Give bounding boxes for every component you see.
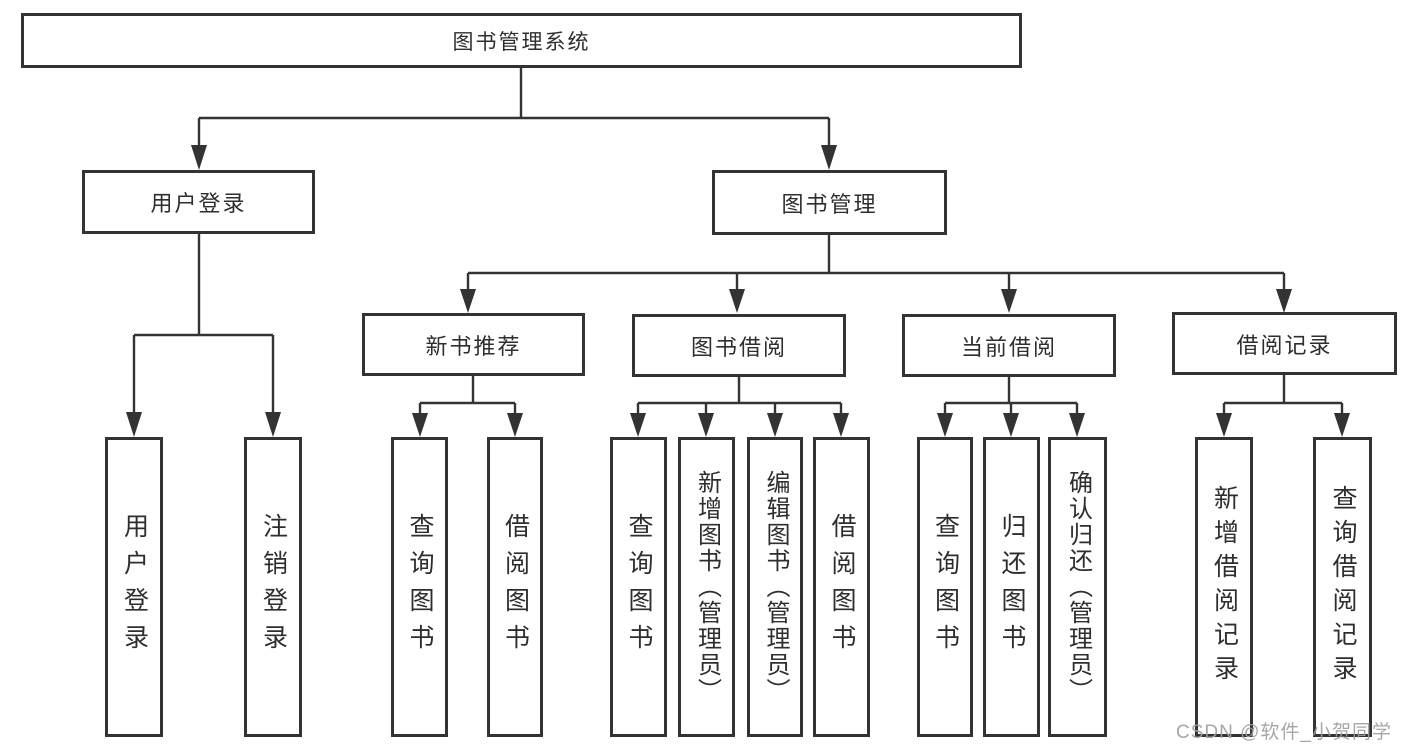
node-user-login: 用户登录 <box>82 170 315 234</box>
connector-records <box>1222 375 1344 420</box>
arrow-down-icon <box>937 413 953 437</box>
leaf-query-books-borrowing: 查询图书 <box>610 437 667 737</box>
connector-user-login <box>132 233 275 418</box>
connector-current <box>943 377 1079 420</box>
leaf-label: 用户登录 <box>120 513 149 661</box>
arrow-down-icon <box>698 413 714 437</box>
leaf-label: 归还图书 <box>998 513 1026 661</box>
node-borrowing-records: 借阅记录 <box>1172 312 1397 375</box>
leaf-add-books-admin: 新增图书（管理员） <box>678 437 735 737</box>
arrow-down-icon <box>191 145 207 170</box>
node-book-borrowing: 图书借阅 <box>632 314 846 377</box>
leaf-label: 查询借阅记录 <box>1329 485 1357 689</box>
leaf-label: 查询图书 <box>625 513 653 661</box>
leaf-label: 查询图书 <box>406 513 434 661</box>
leaf-label: 借阅图书 <box>501 513 530 661</box>
arrow-down-icon <box>767 413 783 437</box>
arrow-down-icon <box>412 413 428 437</box>
leaf-label: 借阅图书 <box>828 513 856 661</box>
leaf-return-books: 归还图书 <box>983 437 1040 737</box>
connector-root <box>197 68 831 150</box>
leaf-borrow-books-borrowing: 借阅图书 <box>813 437 870 737</box>
connector-new-book <box>418 376 517 420</box>
leaf-query-borrow-record: 查询借阅记录 <box>1313 437 1372 737</box>
arrow-down-icon <box>630 413 646 437</box>
leaf-query-books-recommend: 查询图书 <box>391 437 448 737</box>
leaf-label: 查询图书 <box>931 513 960 661</box>
leaf-label: 新增图书（管理员） <box>693 470 721 704</box>
leaf-borrow-books-recommend: 借阅图书 <box>487 437 543 737</box>
leaf-query-books-current: 查询图书 <box>917 437 973 737</box>
leaf-label: 编辑图书（管理员） <box>762 470 789 704</box>
arrow-down-icon <box>1276 289 1292 313</box>
watermark: CSDN @软件_小贺同学 <box>1176 722 1392 743</box>
arrow-down-icon <box>265 412 281 437</box>
leaf-label: 注销登录 <box>259 513 288 661</box>
leaf-label: 确认归还（管理员） <box>1064 470 1092 704</box>
arrowhead-icons <box>126 145 1350 437</box>
arrow-down-icon <box>1216 413 1232 437</box>
leaf-edit-books-admin: 编辑图书（管理员） <box>747 437 803 737</box>
connector-borrowing <box>636 377 843 420</box>
leaf-user-login: 用户登录 <box>105 437 163 737</box>
arrow-down-icon <box>1003 413 1019 437</box>
leaf-label: 新增借阅记录 <box>1210 485 1239 689</box>
node-book-management: 图书管理 <box>712 170 947 235</box>
arrow-down-icon <box>507 413 523 437</box>
arrow-down-icon <box>126 412 142 437</box>
leaf-confirm-return-admin: 确认归还（管理员） <box>1048 437 1107 737</box>
node-new-book-recommendation: 新书推荐 <box>362 313 585 376</box>
connector-book-management <box>466 235 1286 296</box>
arrow-down-icon <box>821 145 837 170</box>
arrow-down-icon <box>1001 289 1017 313</box>
arrow-down-icon <box>729 289 745 313</box>
arrow-down-icon <box>1334 413 1350 437</box>
arrow-down-icon <box>1069 413 1085 437</box>
arrow-down-icon <box>833 413 849 437</box>
node-library-management-system: 图书管理系统 <box>21 13 1022 68</box>
arrow-down-icon <box>460 289 476 313</box>
leaf-logout: 注销登录 <box>244 437 302 737</box>
leaf-add-borrow-record: 新增借阅记录 <box>1195 437 1253 737</box>
node-current-borrowing: 当前借阅 <box>902 314 1116 377</box>
